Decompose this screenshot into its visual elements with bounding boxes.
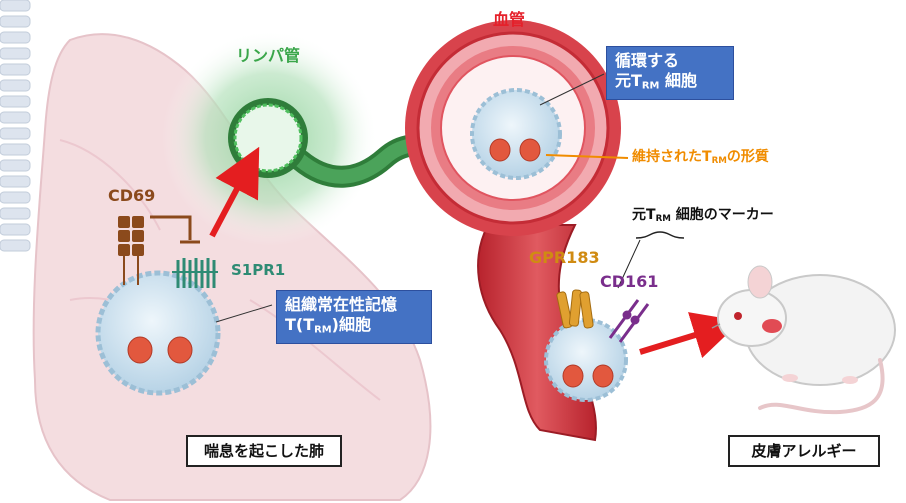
mouse	[711, 265, 896, 415]
blood-label: 血管	[493, 10, 526, 29]
trm-box-line2: T(TRM)細胞	[285, 315, 371, 336]
marker-bracket	[635, 231, 685, 239]
trm-cell-box: 組織常在性記憶 T(TRM)細胞	[276, 290, 432, 344]
circ-box-line2: 元TRM 細胞	[615, 71, 697, 92]
trachea	[0, 0, 31, 252]
trm-pointer	[215, 304, 273, 323]
marker-line	[617, 239, 641, 289]
circ-pointer	[539, 73, 605, 106]
cd161-receptor	[608, 299, 650, 343]
egress-arrow	[209, 146, 260, 238]
trm-box-line1: 組織常在性記憶	[285, 295, 398, 314]
maintained-phenotype-label: 維持されたTRMの形質	[632, 149, 769, 167]
s1pr1-label: S1PR1	[231, 261, 286, 279]
circulating-cell-box: 循環する 元TRM 細胞	[606, 46, 734, 100]
vessel-cell	[544, 318, 628, 402]
trm-cell	[95, 270, 221, 396]
gpr183-receptor	[556, 289, 594, 329]
lung-caption: 喘息を起こした肺	[186, 435, 342, 467]
skin-arrow	[639, 312, 741, 358]
cd161-label: CD161	[600, 272, 659, 291]
maintained-pointer	[545, 154, 629, 159]
lymph-label: リンパ管	[236, 46, 301, 65]
cd69-receptor	[118, 215, 200, 285]
circulating-cell	[470, 88, 562, 180]
lymph-vessel	[228, 98, 308, 178]
gpr183-label: GPR183	[529, 248, 600, 267]
skin-caption: 皮膚アレルギー	[728, 435, 880, 467]
s1pr1-receptor	[172, 258, 218, 288]
marker-label: 元TRM 細胞のマーカー	[632, 207, 774, 225]
cd69-label: CD69	[108, 186, 156, 205]
circ-box-line1: 循環する	[615, 51, 680, 70]
